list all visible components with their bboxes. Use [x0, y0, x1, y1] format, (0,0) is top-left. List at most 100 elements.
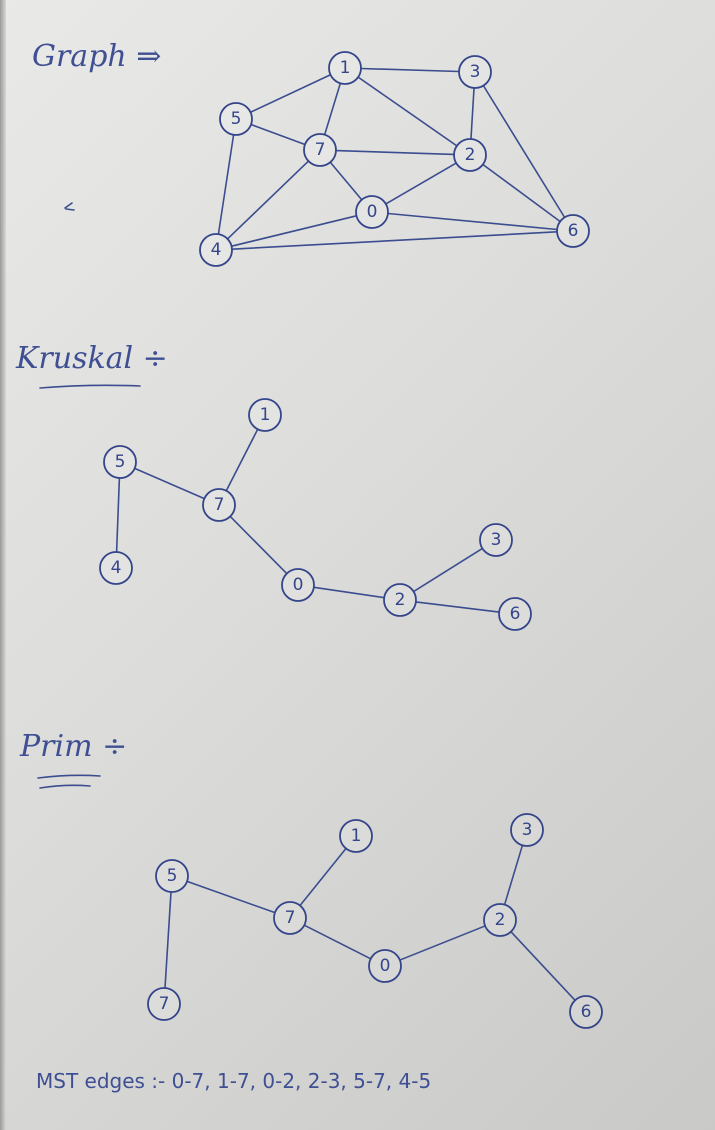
- prim-edge-0-2: [399, 925, 486, 961]
- kruskal-node: 3: [479, 523, 513, 557]
- prim-edge-7-1: [299, 847, 347, 907]
- graph-node: 7: [303, 133, 337, 167]
- stray-mark: [64, 202, 75, 211]
- prim-node-circle: [155, 859, 189, 893]
- graph-edge-3-2: [470, 87, 475, 140]
- graph-node-label: 6: [568, 221, 579, 241]
- graph-edge-2-6: [482, 163, 561, 223]
- prim-node-label: 7: [159, 994, 170, 1014]
- graph-edge-7-2: [335, 149, 455, 156]
- graph-node: 6: [556, 214, 590, 248]
- kruskal-node-label: 1: [260, 405, 271, 425]
- prim-node: 6: [569, 995, 603, 1029]
- kruskal-node-label: 3: [491, 530, 502, 550]
- graph-edge-1-5: [249, 73, 332, 114]
- kruskal-node-label: 2: [395, 590, 406, 610]
- kruskal-node-circle: [498, 597, 532, 631]
- graph-node-label: 3: [470, 62, 481, 82]
- kruskal-node: 5: [103, 445, 137, 479]
- prim-node-label: 6: [581, 1002, 592, 1022]
- graph-edge-2-0: [385, 162, 457, 205]
- graph-edge-5-4: [217, 134, 235, 235]
- prim-node-circle: [339, 819, 373, 853]
- kruskal-node-label: 4: [111, 558, 122, 578]
- prim-node-circle: [510, 813, 544, 847]
- kruskal-node-label: 5: [115, 452, 126, 472]
- kruskal-edge-7-1: [225, 428, 259, 492]
- graph-node: 2: [453, 138, 487, 172]
- graph-edge-4-6: [231, 231, 558, 250]
- graph-edge-1-7: [323, 82, 342, 136]
- graph-node-circle: [458, 55, 492, 89]
- kruskal-heading: Kruskal ÷: [15, 341, 168, 376]
- paper-edge: [0, 0, 6, 1130]
- kruskal-edge-7-0: [229, 515, 288, 575]
- prim-node: 2: [483, 903, 517, 937]
- prim-node-label: 0: [380, 956, 391, 976]
- graph-node-circle: [328, 51, 362, 85]
- graph-edge-7-4: [226, 160, 310, 240]
- graph-edges: [217, 67, 566, 250]
- kruskal-edges: [115, 428, 500, 613]
- kruskal-edge-5-7: [133, 467, 206, 500]
- graph-nodes: 1 3 5 7 2 0 4 6: [199, 51, 590, 267]
- prim-edge-2-3: [503, 844, 524, 906]
- prim-edge-5-7b: [164, 891, 172, 989]
- prim-edge-2-6: [510, 930, 576, 1002]
- kruskal-edge-2-6: [415, 601, 500, 613]
- kruskal-node: 7: [202, 488, 236, 522]
- kruskal-node: 6: [498, 597, 532, 631]
- graph-node-circle: [199, 233, 233, 267]
- kruskal-edge-2-3: [412, 547, 484, 593]
- graph-node-label: 4: [211, 240, 222, 260]
- prim-node-label: 7: [285, 908, 296, 928]
- kruskal-underline: [39, 384, 141, 389]
- prim-node-label: 3: [522, 820, 533, 840]
- kruskal-node-label: 0: [293, 575, 304, 595]
- prim-node-circle: [569, 995, 603, 1029]
- graph-node-label: 1: [340, 58, 351, 78]
- prim-node-circle: [147, 987, 181, 1021]
- kruskal-node-circle: [202, 488, 236, 522]
- mst-edges-text: MST edges :- 0-7, 1-7, 0-2, 2-3, 5-7, 4-…: [36, 1069, 431, 1093]
- prim-node: 0: [368, 949, 402, 983]
- graph-node: 3: [458, 55, 492, 89]
- graph-node-circle: [303, 133, 337, 167]
- kruskal-node-label: 6: [510, 604, 521, 624]
- kruskal-node-label: 7: [214, 495, 225, 515]
- graph-edge-0-6: [387, 212, 558, 231]
- kruskal-node-circle: [383, 583, 417, 617]
- graph-edge-5-7: [250, 123, 306, 146]
- prim-node: 5: [155, 859, 189, 893]
- prim-edge-5-7: [186, 880, 276, 914]
- prim-node-circle: [483, 903, 517, 937]
- prim-node: 7: [273, 901, 307, 935]
- kruskal-node-circle: [281, 568, 315, 602]
- prim-node-label: 2: [495, 910, 506, 930]
- graph-heading: Graph ⇒: [32, 39, 161, 74]
- prim-edges: [164, 844, 576, 1002]
- prim-node-circle: [368, 949, 402, 983]
- prim-node-label: 5: [167, 866, 178, 886]
- kruskal-edge-0-2: [313, 586, 385, 599]
- graph-edge-3-6: [482, 84, 566, 219]
- prim-node: 7: [147, 987, 181, 1021]
- kruskal-node: 4: [99, 551, 133, 585]
- graph-node-label: 7: [315, 140, 326, 160]
- prim-node: 1: [339, 819, 373, 853]
- graph-edge-1-3: [360, 67, 460, 73]
- kruskal-node-circle: [479, 523, 513, 557]
- graph-node: 1: [328, 51, 362, 85]
- kruskal-nodes: 1 5 7 4 3 0 2 6: [99, 398, 532, 631]
- graph-node-circle: [355, 195, 389, 229]
- kruskal-node: 0: [281, 568, 315, 602]
- graph-node: 5: [219, 102, 253, 136]
- kruskal-node-circle: [248, 398, 282, 432]
- graph-edge-0-4: [230, 214, 358, 248]
- prim-node: 3: [510, 813, 544, 847]
- prim-edge-7-0: [303, 924, 372, 960]
- kruskal-node: 2: [383, 583, 417, 617]
- graph-edge-7-0: [329, 161, 363, 201]
- graph-node-label: 0: [367, 202, 378, 222]
